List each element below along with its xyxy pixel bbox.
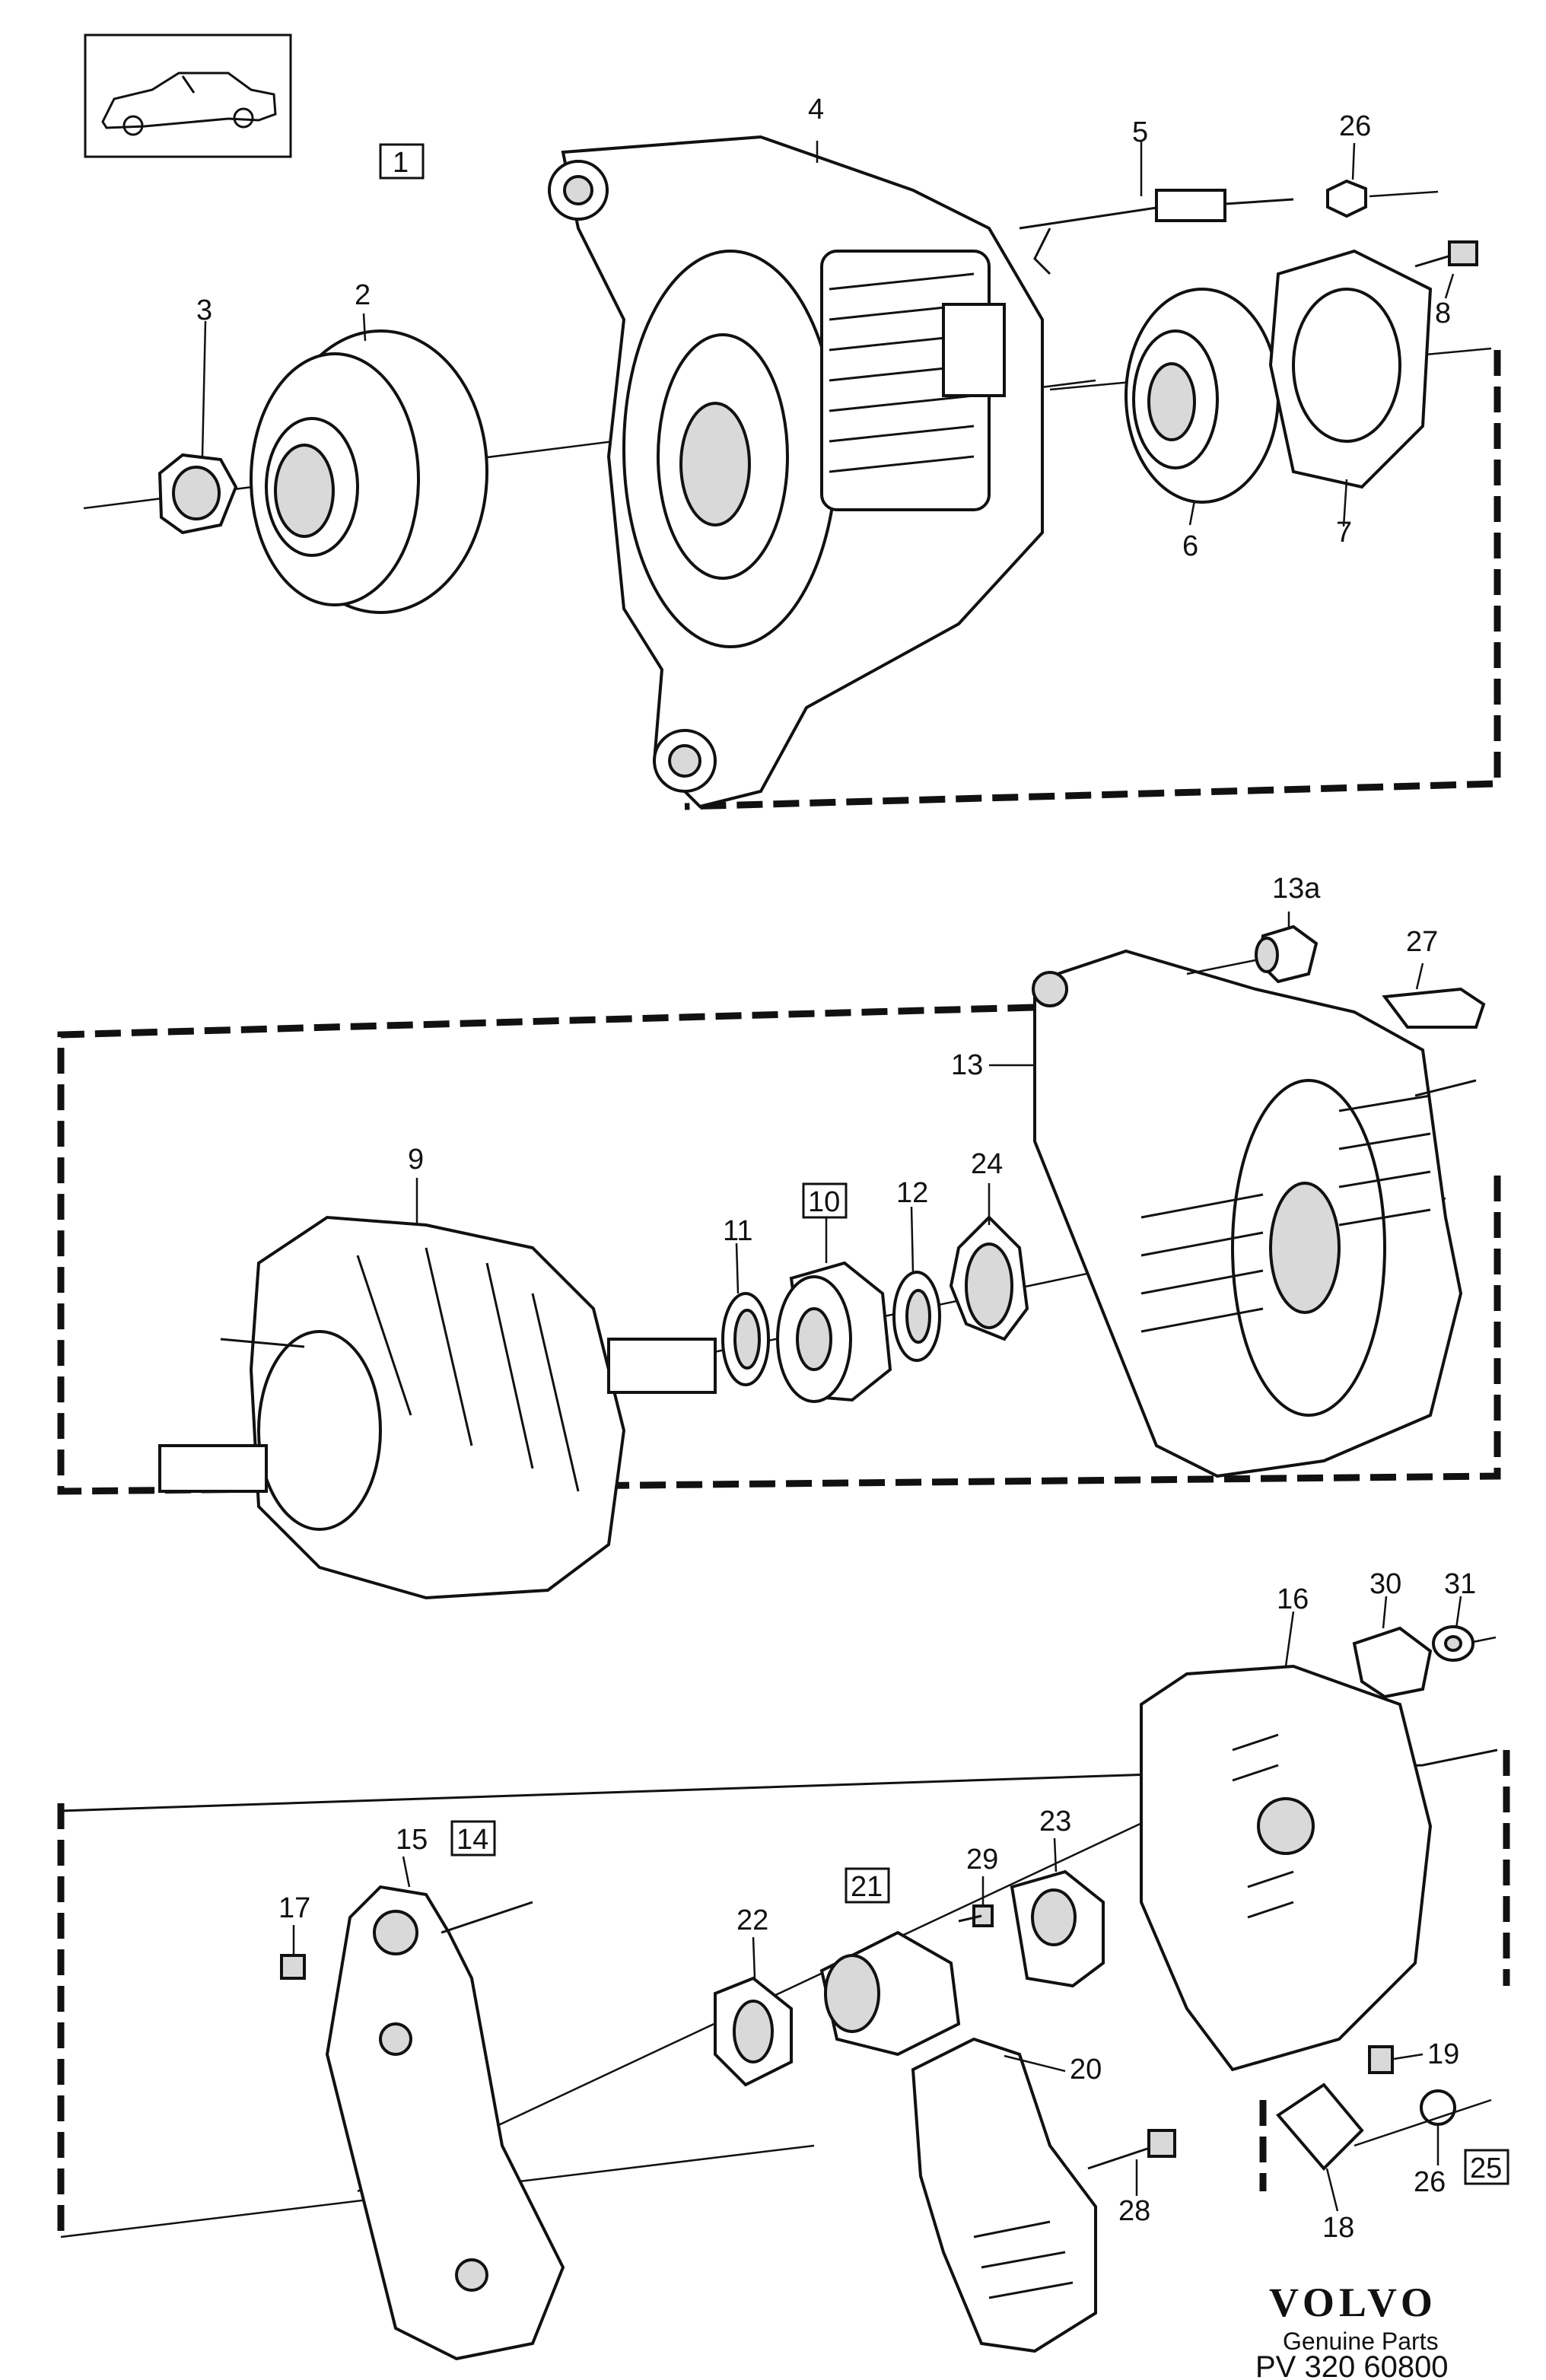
callout-labels: 1 2 3 4 5 26 8 6 7 13a 27 13 9 10 11 12 … (196, 94, 1502, 2244)
section-front-housing (83, 135, 1501, 810)
callout-24: 24 (971, 1148, 1003, 1180)
callout-14: 14 (456, 1824, 488, 1856)
section-rotor (57, 924, 1501, 1600)
callout-6: 6 (1182, 530, 1198, 562)
callout-10: 10 (808, 1186, 840, 1218)
callout-26-bottom: 26 (1414, 2166, 1446, 2198)
leader-lines (201, 141, 1462, 2212)
front-housing (548, 135, 1044, 809)
sensor-cable (1019, 189, 1294, 275)
seal (714, 1976, 793, 2087)
screw-28 (1087, 2129, 1176, 2170)
callout-25: 25 (1470, 2152, 1502, 2184)
washer-11 (721, 1292, 770, 1386)
callout-18: 18 (1322, 2212, 1354, 2244)
callout-13: 13 (951, 1049, 983, 1081)
callout-5: 5 (1132, 116, 1148, 148)
callout-1: 1 (393, 147, 409, 179)
callout-8: 8 (1435, 298, 1451, 329)
rotor (158, 1215, 717, 1600)
callout-7: 7 (1336, 517, 1352, 549)
cover-nut (1432, 1625, 1497, 1662)
callout-9: 9 (408, 1144, 424, 1176)
callout-26-top: 26 (1339, 110, 1371, 142)
terminal-clip (1382, 987, 1486, 1029)
callout-21: 21 (851, 1871, 883, 1903)
callout-3: 3 (196, 294, 212, 326)
retainer-plate (1268, 249, 1433, 489)
brand-block: VOLVO Genuine Parts PV 320 60800 (1255, 2280, 1449, 2380)
section-rectifier (57, 1625, 1510, 2361)
callout-13a: 13a (1272, 873, 1321, 905)
callout-31: 31 (1444, 1568, 1476, 1600)
callout-30: 30 (1369, 1568, 1401, 1600)
callout-29: 29 (966, 1844, 998, 1876)
retainer-screw (1414, 240, 1478, 268)
callout-20: 20 (1070, 2054, 1102, 2086)
callout-19: 19 (1427, 2038, 1459, 2070)
washer-12 (892, 1271, 941, 1362)
regulator-cap (1010, 1869, 1105, 1988)
front-bearing (1125, 288, 1280, 504)
callout-16: 16 (1277, 1583, 1309, 1615)
screw-17 (280, 1954, 306, 1980)
bushing (1186, 924, 1319, 984)
terminal-subgroup (1259, 2045, 1492, 2191)
callout-15: 15 (396, 1824, 428, 1856)
vehicle-thumbnail (84, 33, 292, 158)
callout-22: 22 (736, 1904, 768, 1936)
brand-tagline: Genuine Parts (1283, 2328, 1439, 2355)
callout-27: 27 (1406, 926, 1438, 958)
callout-4: 4 (808, 94, 824, 126)
rear-housing (1032, 949, 1463, 1478)
callout-2: 2 (355, 279, 371, 311)
pulley-nut (157, 453, 238, 535)
callout-17: 17 (278, 1892, 310, 1924)
pulley (250, 329, 488, 614)
brush-holder (819, 1930, 961, 2057)
screw-29 (958, 1904, 994, 1927)
brand-logo: VOLVO (1269, 2280, 1437, 2325)
callout-23: 23 (1039, 1806, 1071, 1838)
callout-28: 28 (1118, 2195, 1150, 2227)
regulator (911, 2037, 1097, 2353)
rectifier (325, 1885, 565, 2361)
wave-washer (949, 1215, 1029, 1341)
cover-bushing (1352, 1626, 1433, 1699)
drawing-code: PV 320 60800 (1255, 2350, 1449, 2380)
rear-bearing (776, 1261, 892, 1403)
cable-nut (1326, 179, 1439, 218)
rear-cover (1140, 1664, 1433, 2072)
callout-12: 12 (896, 1177, 928, 1209)
callout-11: 11 (723, 1215, 752, 1247)
